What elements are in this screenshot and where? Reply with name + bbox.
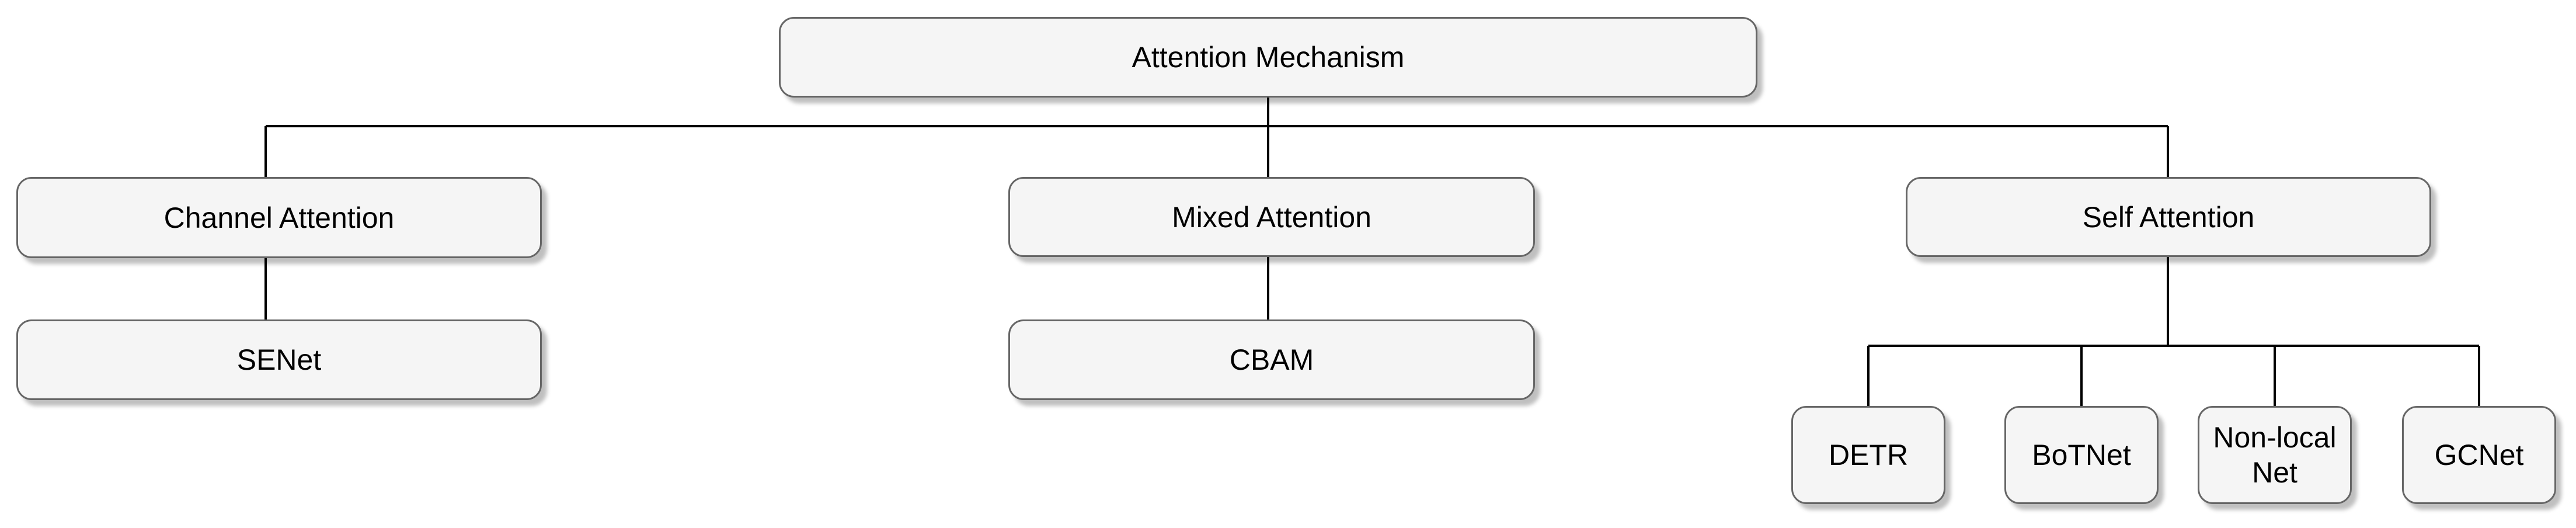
node-cbam: CBAM bbox=[1008, 319, 1535, 400]
node-detr: DETR bbox=[1791, 406, 1945, 504]
node-channel-attention: Channel Attention bbox=[16, 177, 542, 258]
node-nonlocal-net: Non-local Net bbox=[2198, 406, 2352, 504]
node-botnet: BoTNet bbox=[2004, 406, 2159, 504]
node-senet-label: SENet bbox=[236, 343, 322, 376]
node-nonlocal-net-label: Non-local Net bbox=[2213, 421, 2337, 489]
node-self-attention-label: Self Attention bbox=[2082, 200, 2255, 234]
node-attention-mechanism-label: Attention Mechanism bbox=[1132, 41, 1405, 74]
node-cbam-label: CBAM bbox=[1229, 343, 1314, 376]
node-channel-attention-label: Channel Attention bbox=[163, 201, 395, 234]
node-mixed-attention: Mixed Attention bbox=[1008, 177, 1535, 257]
node-senet: SENet bbox=[16, 319, 542, 400]
node-gcnet-label: GCNet bbox=[2434, 439, 2524, 471]
node-attention-mechanism: Attention Mechanism bbox=[779, 17, 1757, 98]
node-gcnet: GCNet bbox=[2402, 406, 2556, 504]
node-mixed-attention-label: Mixed Attention bbox=[1172, 200, 1371, 234]
node-botnet-label: BoTNet bbox=[2032, 439, 2131, 471]
node-detr-label: DETR bbox=[1828, 439, 1909, 471]
node-self-attention: Self Attention bbox=[1906, 177, 2431, 257]
